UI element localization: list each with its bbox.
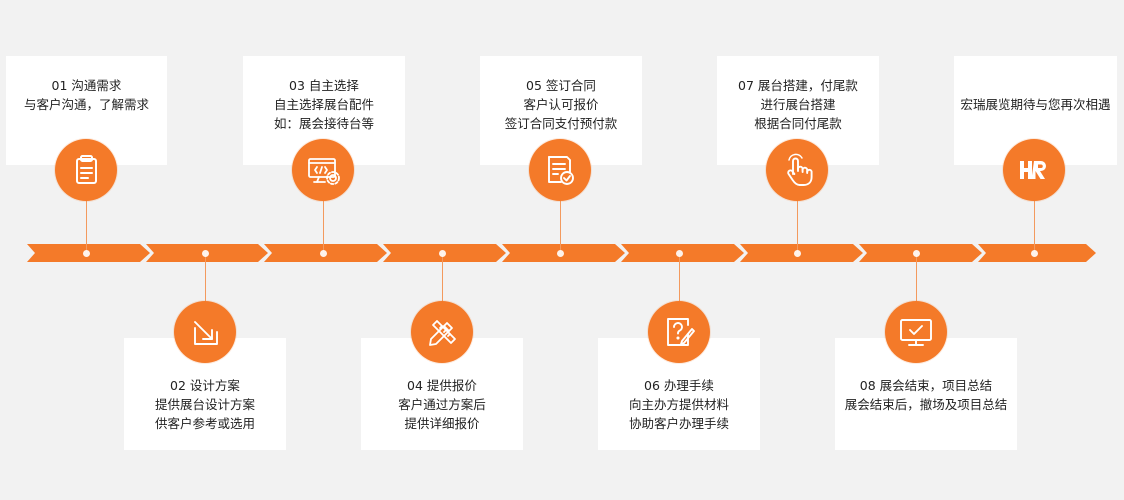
step-connector [679,253,680,315]
step-node-02 [174,301,236,363]
step-title: 04 提供报价 [407,378,477,393]
step-node-06 [648,301,710,363]
step-text: 进行展台搭建 [760,97,836,112]
monitor-check-icon [900,319,932,346]
timeline-dot [557,250,564,257]
timeline-dot [202,250,209,257]
pencil-ruler-icon [429,320,456,346]
timeline-dot [439,250,446,257]
step-title: 06 办理手续 [644,378,714,393]
design-arrow-icon [194,321,218,345]
question-doc-icon [667,318,695,346]
step-title: 05 签订合同 [526,78,596,93]
step-text: 客户通过方案后 [398,397,486,412]
step-node-final [1003,139,1065,201]
step-connector [205,253,206,315]
step-node-03 [292,139,354,201]
step-text: 自主选择展台配件 [273,97,374,112]
step-connector [916,253,917,315]
timeline-segment [740,244,863,262]
step-connector [86,194,87,253]
hand-pointer-icon [787,153,813,186]
step-text: 根据合同付尾款 [754,116,842,131]
step-text: 提供详细报价 [404,416,480,431]
step-title: 08 展会结束，项目总结 [859,378,993,393]
step-text: 签订合同支付预付款 [504,116,618,131]
step-text: 向主办方提供材料 [628,397,729,412]
step-node-08 [885,301,947,363]
closing-message: 宏瑞展览期待与您再次相遇 [960,97,1111,112]
step-connector [560,194,561,253]
step-node-04 [411,301,473,363]
timeline-dot [1031,250,1038,257]
step-text: 如：展会接待台等 [273,116,374,131]
timeline-dot [913,250,920,257]
step-node-01 [55,139,117,201]
timeline-segment [859,244,982,262]
step-connector [797,194,798,253]
step-title: 03 自主选择 [289,78,359,93]
step-title: 07 展台搭建，付尾款 [738,78,858,93]
step-text: 展会结束后，撤场及项目总结 [844,397,1008,412]
step-node-07 [766,139,828,201]
step-title: 02 设计方案 [170,378,240,393]
step-connector [323,194,324,253]
monitor-code-gear-icon [308,158,340,185]
step-connector [442,253,443,315]
clipboard-icon [76,155,97,184]
step-text: 协助客户办理手续 [628,416,729,431]
timeline-dot [320,250,327,257]
step-connector [1034,194,1035,253]
timeline-dot [676,250,683,257]
timeline-dot [83,250,90,257]
step-text: 供客户参考或选用 [154,416,255,431]
hr-logo-icon [1020,161,1046,179]
step-title: 01 沟通需求 [51,78,122,93]
step-text: 与客户沟通，了解需求 [23,97,149,112]
step-node-05 [529,139,591,201]
step-text: 客户认可报价 [523,97,599,112]
step-text: 提供展台设计方案 [154,397,255,412]
timeline-dot [794,250,801,257]
contract-check-icon [548,156,574,185]
